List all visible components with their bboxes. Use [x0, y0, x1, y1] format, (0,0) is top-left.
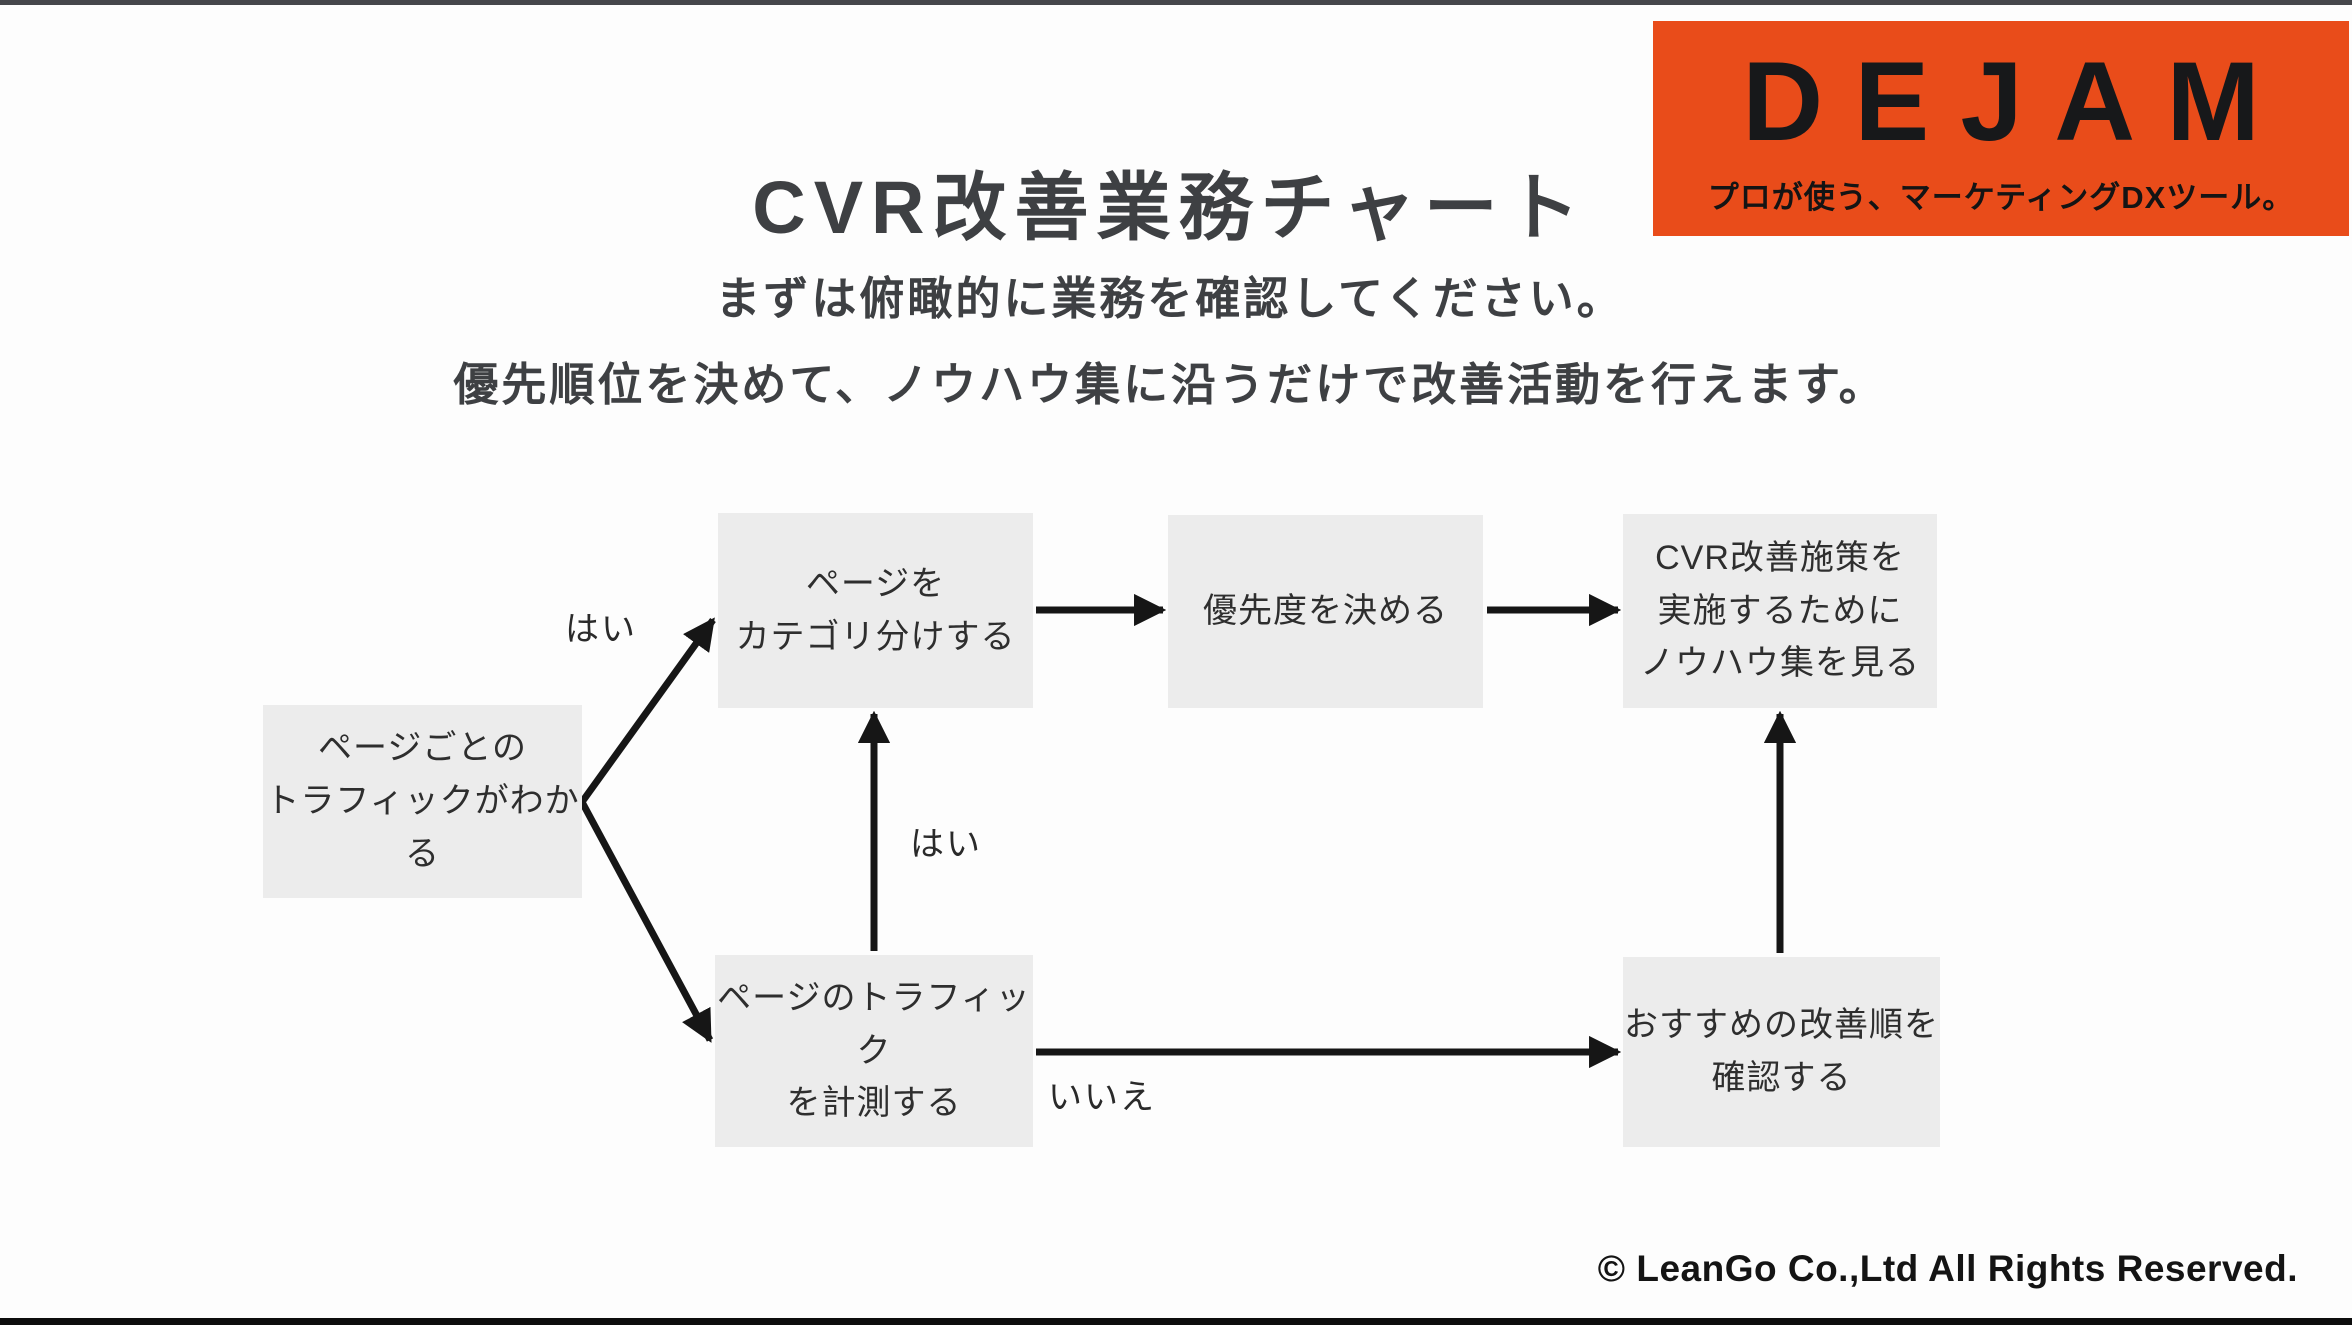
flow-node-view-knowhow: CVR改善施策を実施するためにノウハウ集を見る [1623, 514, 1937, 708]
flow-node-categorize-pages: ページをカテゴリ分けする [718, 513, 1033, 708]
page-subtitle-line2: 優先順位を決めて、ノウハウ集に沿うだけで改善活動を行えます。 [453, 359, 1887, 410]
dejam-logo: DEJAM プロが使う、マーケティングDXツール。 [1653, 21, 2349, 236]
page-title: CVR改善業務チャート [752, 166, 1588, 249]
copyright-text: © LeanGo Co.,Ltd All Rights Reserved. [1597, 1248, 2298, 1289]
flow-node-label: 優先度を決める [1203, 592, 1448, 631]
flow-node-traffic-known: ページごとのトラフィックがわかる [263, 705, 582, 898]
flow-node-label: CVR改善施策を実施するためにノウハウ集を見る [1640, 538, 1920, 683]
flow-node-label: ページごとのトラフィックがわかる [265, 729, 580, 873]
bottom-border-bar [0, 1318, 2352, 1325]
dejam-logo-tagline: プロが使う、マーケティングDXツール。 [1707, 180, 2295, 215]
flow-arrow-label-traffic-known-to-categorize-pages: はい [565, 610, 637, 649]
flow-arrow-label-measure-traffic-to-check-recommended-order: いいえ [1048, 1078, 1156, 1117]
flow-arrow-traffic-known-to-categorize-pages [579, 617, 716, 805]
dejam-logo-wordmark: DEJAM [1742, 39, 2292, 164]
flow-node-label: ページのトラフィックを計測する [717, 978, 1031, 1123]
flow-arrow-traffic-known-to-measure-traffic [578, 800, 714, 1043]
flow-node-check-recommended-order: おすすめの改善順を確認する [1623, 957, 1940, 1147]
flow-node-label: ページをカテゴリ分けする [735, 564, 1016, 656]
flow-node-measure-traffic: ページのトラフィックを計測する [715, 955, 1033, 1147]
flow-node-label: おすすめの改善順を確認する [1624, 1006, 1939, 1097]
top-border-bar [0, 0, 2352, 5]
page-subtitle-line1: まずは俯瞰的に業務を確認してください。 [715, 273, 1625, 324]
flow-node-decide-priority: 優先度を決める [1168, 515, 1483, 708]
flow-arrow-label-measure-traffic-to-categorize-pages: はい [910, 825, 982, 864]
